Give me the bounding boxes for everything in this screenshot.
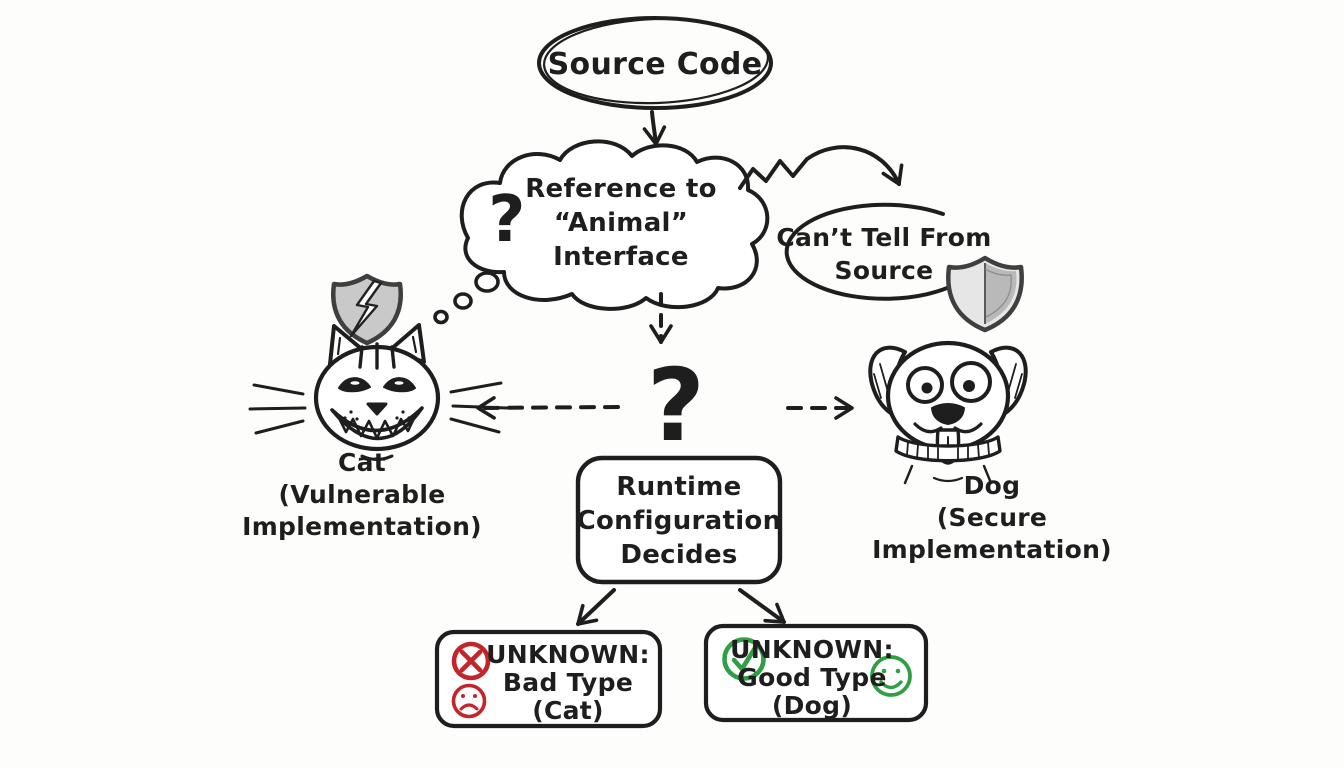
thought-cloud xyxy=(459,139,770,311)
squiggly-arrow xyxy=(738,145,904,190)
shield-icon xyxy=(946,255,1024,333)
source-code-node xyxy=(537,16,773,110)
broken-shield-icon xyxy=(331,273,403,346)
cross-icon xyxy=(451,641,491,681)
cant-tell-label: Can’t Tell From Source xyxy=(776,223,992,285)
dog-label: Dog (Secure Implementation) xyxy=(872,471,1112,564)
arrow-source-to-cloud xyxy=(642,110,667,146)
dashed-arrow-left xyxy=(476,396,620,420)
smiley-icon xyxy=(870,655,912,697)
runtime-box xyxy=(575,455,783,585)
arrow-to-good-outcome xyxy=(738,588,786,624)
outcome-bad-label: UNKNOWN: Bad Type (Cat) xyxy=(486,640,650,725)
arrow-to-bad-outcome xyxy=(576,588,616,626)
speech-bubble xyxy=(784,202,958,301)
outcome-good-label: UNKNOWN: Good Type (Dog) xyxy=(730,635,894,720)
cat-face-icon xyxy=(248,323,509,461)
runtime-label: Runtime Configuration Decides xyxy=(576,472,782,570)
sad-face-icon xyxy=(451,683,487,719)
check-icon xyxy=(722,637,766,681)
dog-face-icon xyxy=(868,340,1028,485)
thought-cloud-question-mark: ? xyxy=(488,183,526,257)
outcome-bad-box xyxy=(434,629,663,729)
thought-trail-dots xyxy=(433,271,500,325)
source-code-label: Source Code xyxy=(547,47,763,82)
cat-label: Cat (Vulnerable Implementation) xyxy=(242,448,482,541)
thought-cloud-text: Reference to “Animal” Interface xyxy=(525,174,717,272)
decision-question-mark: ? xyxy=(646,347,706,464)
